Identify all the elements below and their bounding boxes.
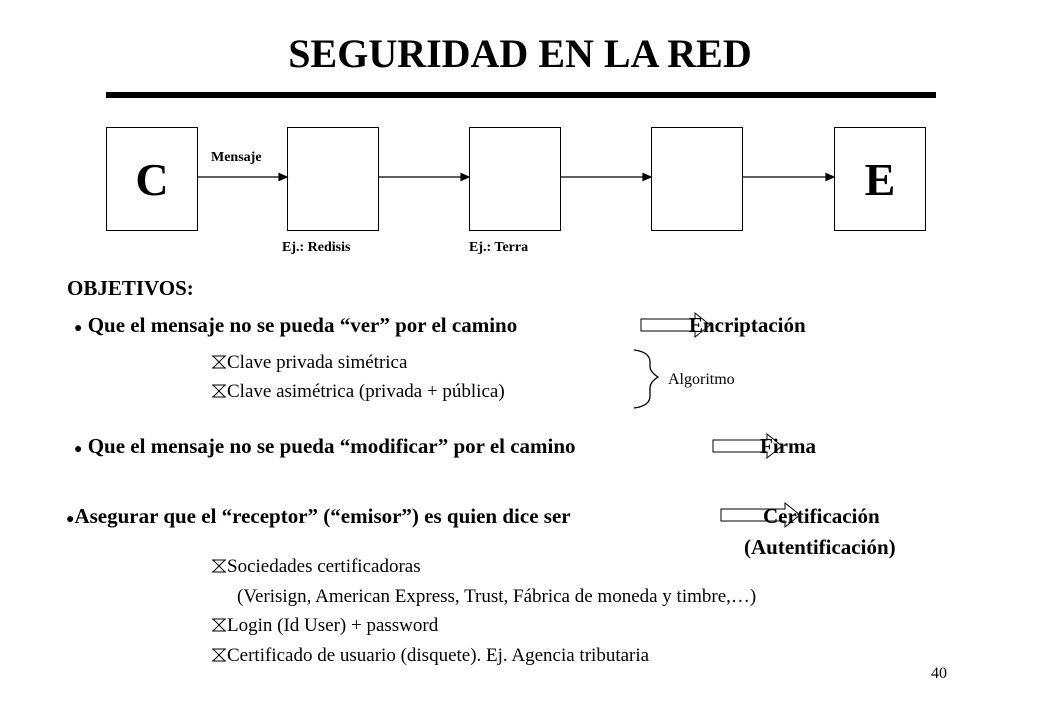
bullet-icon: ●	[74, 321, 83, 336]
page-number: 40	[931, 665, 947, 682]
checkbox-x-icon	[211, 617, 227, 633]
example-terra: Ej.: Terra	[469, 240, 529, 255]
message-label: Mensaje	[211, 150, 262, 165]
objective-2: ● Que el mensaje no se pueda “modificar”…	[74, 434, 576, 459]
page-title: SEGURIDAD EN LA RED	[288, 31, 752, 76]
arrow-head-1	[278, 172, 289, 182]
hollow-arrow-2	[712, 432, 783, 460]
objective-3-subitem: Sociedades certificadoras	[211, 556, 421, 578]
objective-1-text: Que el mensaje no se pueda “ver” por el …	[87, 313, 518, 337]
brace-label: Algoritmo	[668, 371, 735, 388]
objective-3-result-sub: (Autentificación)	[744, 535, 896, 559]
objective-3: ●Asegurar que el “receptor” (“emisor”) e…	[66, 504, 571, 529]
box-4	[651, 127, 743, 231]
objective-3-subitem: Login (Id User) + password	[211, 615, 438, 637]
box-c: C	[106, 127, 198, 231]
objective-3-subitem: Certificado de usuario (disquete). Ej. A…	[211, 645, 649, 667]
example-redisis: Ej.: Redisis	[282, 240, 351, 255]
checkbox-x-icon	[211, 354, 227, 370]
box-3	[469, 127, 561, 231]
arrow-head-4	[825, 172, 836, 182]
objective-3-text: Asegurar que el “receptor” (“emisor”) es…	[74, 504, 571, 528]
brace	[633, 349, 660, 409]
objective-2-text: Que el mensaje no se pueda “modificar” p…	[87, 434, 576, 458]
checkbox-x-icon	[211, 383, 227, 399]
hollow-arrow-3	[720, 501, 801, 529]
objective-1-result: Encriptación	[689, 313, 806, 337]
box-2	[287, 127, 379, 231]
bullet-icon: ●	[74, 442, 83, 457]
arrow-head-3	[642, 172, 653, 182]
arrow-head-2	[460, 172, 471, 182]
checkbox-x-icon	[211, 647, 227, 663]
checkbox-x-icon	[211, 558, 227, 574]
box-e: E	[834, 127, 926, 231]
objective-1: ● Que el mensaje no se pueda “ver” por e…	[74, 313, 517, 338]
objective-1-subitem: Clave asimétrica (privada + pública)	[211, 381, 505, 403]
objective-2-result: Firma	[760, 434, 816, 458]
objective-3-result: Certificación	[763, 504, 880, 528]
objective-1-subitem: Clave privada simétrica	[211, 352, 407, 374]
objectives-heading: OBJETIVOS:	[67, 276, 194, 300]
bullet-icon: ●	[66, 512, 75, 527]
objective-3-subitem-detail: (Verisign, American Express, Trust, Fábr…	[237, 586, 757, 607]
title-underline	[106, 92, 936, 98]
hollow-arrow-1	[640, 311, 711, 339]
